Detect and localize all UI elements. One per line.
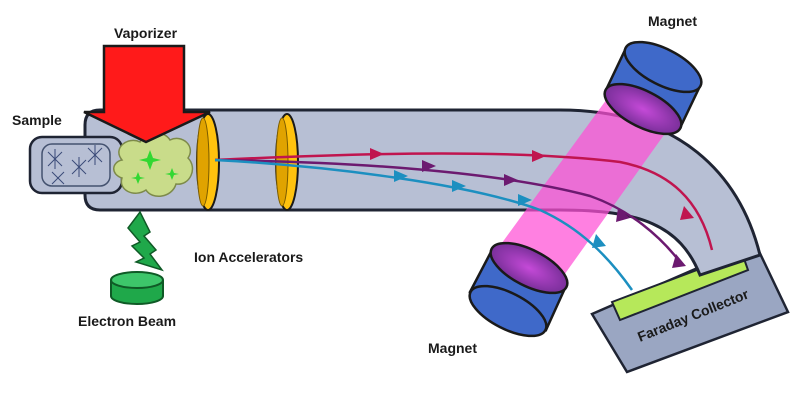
sample-chamber <box>28 135 124 195</box>
sample-sparkle-icon <box>47 145 103 185</box>
path-light-ions <box>214 158 634 291</box>
label-magnet-top: Magnet <box>648 13 697 29</box>
ion-sparkle-icon <box>131 150 179 184</box>
magnet-bottom-icon <box>468 241 569 338</box>
sample-capsule <box>28 135 124 195</box>
sample-inner <box>41 143 111 187</box>
label-ion-accelerators: Ion Accelerators <box>194 249 303 265</box>
magnet-top-icon <box>603 40 703 136</box>
path-arrows <box>370 148 694 268</box>
vaporizer-arrow-icon <box>83 44 211 144</box>
ion-paths <box>214 152 714 291</box>
electron-beam-icon <box>110 210 164 305</box>
label-vaporizer: Vaporizer <box>114 25 178 41</box>
label-magnet-bottom: Magnet <box>428 340 477 356</box>
magnetic-field <box>488 92 676 292</box>
path-medium-ions <box>214 158 681 263</box>
accelerator-plate-1 <box>196 113 220 211</box>
label-sample: Sample <box>12 112 62 128</box>
path-heavy-ions <box>214 152 714 251</box>
label-electron-beam: Electron Beam <box>78 313 176 329</box>
